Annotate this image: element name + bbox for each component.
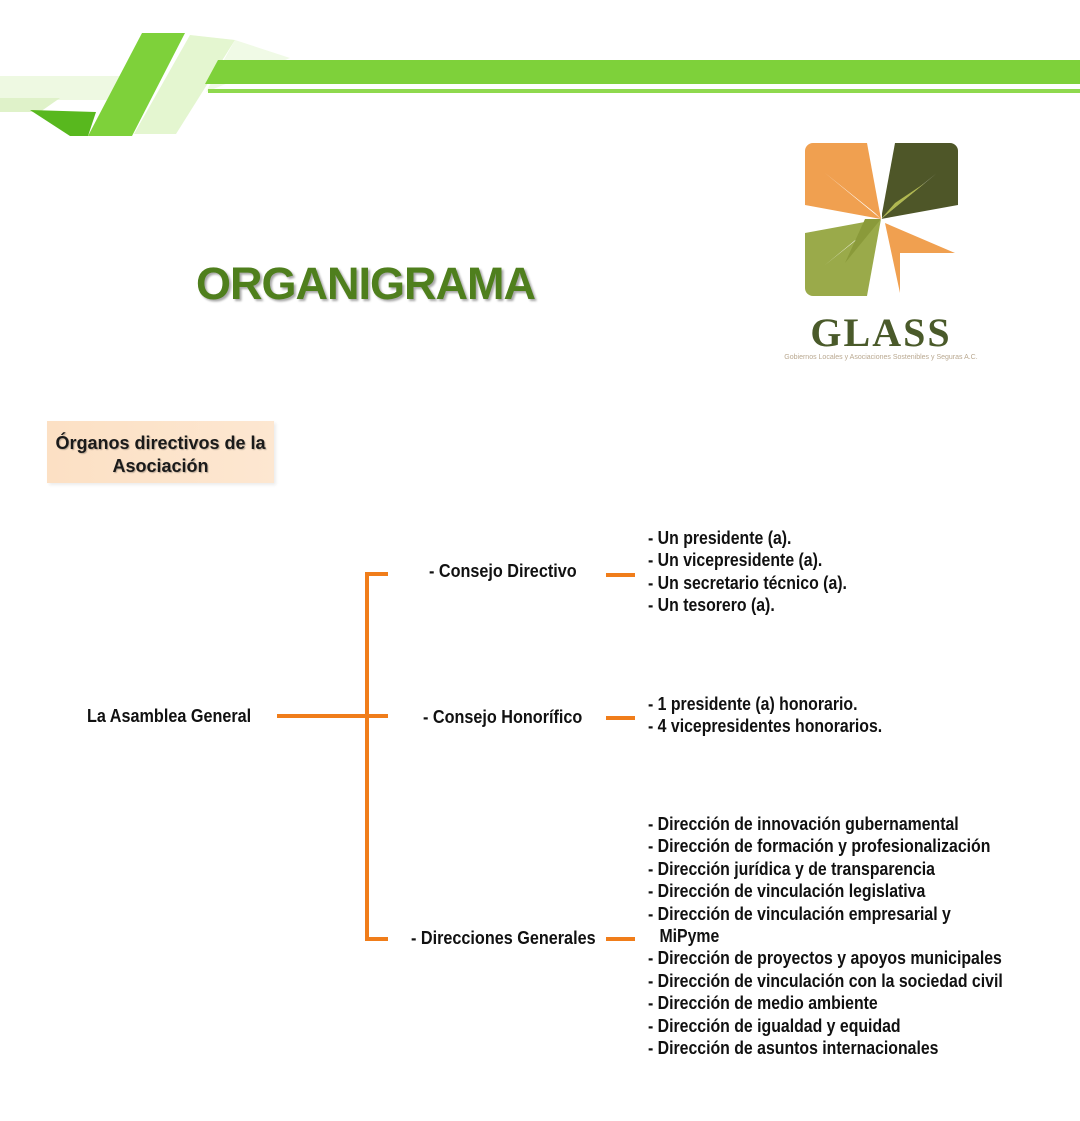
list-item: - Dirección de asuntos internacionales	[648, 1038, 939, 1059]
list-item: - Dirección de igualdad y equidad	[648, 1015, 901, 1036]
list-item: - Un secretario técnico (a).	[648, 572, 847, 593]
logo-tagline: Gobiernos Locales y Asociaciones Sosteni…	[784, 354, 978, 361]
page-title: ORGANIGRAMA	[196, 258, 536, 309]
list-item: - Dirección jurídica y de transparencia	[648, 858, 935, 879]
list-item: - Un presidente (a).	[648, 528, 792, 548]
list-item: - Dirección de vinculación legislativa	[648, 881, 926, 902]
list-item: - Dirección de medio ambiente	[648, 993, 878, 1014]
org-root-node: La Asamblea General	[87, 706, 252, 726]
section-heading-line1: Órganos directivos de la	[55, 433, 266, 453]
logo-wordmark: GLASS	[810, 310, 952, 355]
list-item: - Dirección de vinculación empresarial y	[648, 903, 951, 924]
list-item: - Un vicepresidente (a).	[648, 550, 823, 571]
branch-consejo-directivo: - Consejo Directivo	[429, 561, 577, 581]
branch-consejo-honorifico: - Consejo Honorífico	[423, 707, 583, 727]
consejo-directivo-list: - Un presidente (a). - Un vicepresidente…	[648, 527, 847, 617]
list-item-continuation: MiPyme	[659, 926, 720, 947]
section-heading-line2: Asociación	[112, 456, 209, 476]
list-item: - 1 presidente (a) honorario.	[648, 694, 858, 714]
glass-star-logo-icon	[805, 143, 958, 296]
branch-direcciones-generales: - Direcciones Generales	[411, 928, 596, 948]
consejo-honorifico-list: - 1 presidente (a) honorario. - 4 vicepr…	[648, 693, 882, 738]
list-item: - Dirección de innovación gubernamental	[648, 814, 959, 834]
list-item: - Dirección de proyectos y apoyos munici…	[648, 948, 1002, 969]
section-heading: Órganos directivos de la Asociación	[47, 421, 274, 483]
direcciones-generales-list: - Dirección de innovación gubernamental …	[648, 813, 1003, 1059]
list-item: - Dirección de vinculación con la socied…	[648, 970, 1003, 991]
list-item: - Un tesorero (a).	[648, 595, 775, 616]
list-item: - 4 vicepresidentes honorarios.	[648, 716, 883, 737]
header-decoration	[0, 33, 1080, 136]
list-item: - Dirección de formación y profesionaliz…	[648, 836, 991, 857]
